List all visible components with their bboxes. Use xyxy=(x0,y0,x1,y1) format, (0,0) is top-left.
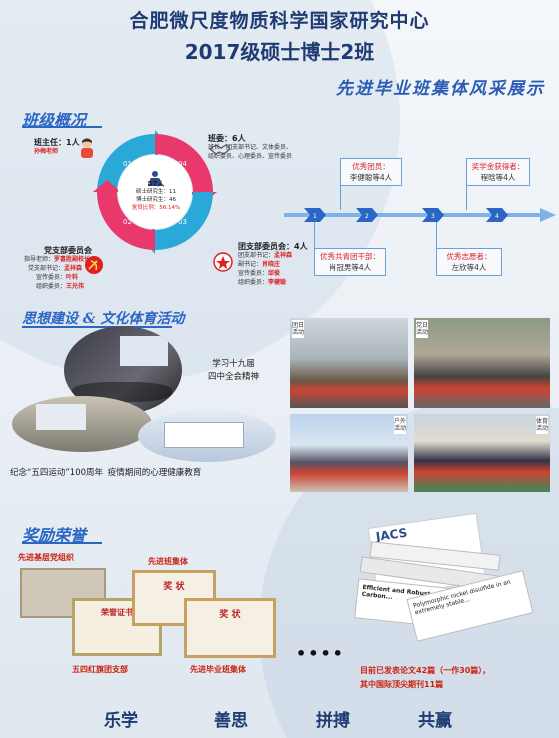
total-count: 57人 xyxy=(147,180,165,188)
league-committee-label: 团支部委员会：4人 xyxy=(238,242,308,251)
head-teacher-label: 班主任：1人 xyxy=(34,138,80,147)
svg-text:2: 2 xyxy=(365,213,369,220)
party-emblem-icon xyxy=(85,256,103,274)
photo-tag-league-day: 团日活动 xyxy=(292,320,305,338)
section-title-honors: 奖励荣誉 xyxy=(22,526,87,545)
award-label-party-org: 先进基层党组织 xyxy=(18,553,74,562)
papers-summary: 目前已发表论文42篇（一作30篇）， 其中国际顶尖期刊11篇 xyxy=(360,666,491,689)
party-day-photo xyxy=(414,318,550,408)
study-caption: 学习十九届 四中全会精神 xyxy=(208,359,260,382)
party-row-1: 党支部书记：孟祥森 xyxy=(28,265,83,272)
committee-roles-2: 组织委员、心理委员、宣传委员 xyxy=(208,153,293,160)
ring-segment-02 xyxy=(93,180,155,250)
timeline-connector xyxy=(466,180,467,210)
timeline-connector xyxy=(340,180,341,210)
more-dots: •••• xyxy=(296,644,345,663)
page-subtitle: 先进毕业班集体风采展示 xyxy=(336,79,545,99)
sports-activity-photo xyxy=(414,414,550,492)
league-emblem-icon xyxy=(213,252,233,272)
league-row-0: 团支部书记：孟祥森 xyxy=(238,252,293,259)
party-committee-block: 党支部委员会 指导老师：罗喜胜副校长 党支部书记：孟祥森 宣传委员：叶科 组织委… xyxy=(24,246,104,291)
league-committee-block: 团支部委员会：4人 团支部书记：孟祥森 副书记：肖晓庄 宣传委员：邱俊 组织委员… xyxy=(238,242,328,287)
master-count: 硕士研究生：11 xyxy=(136,189,176,195)
league-row-2: 宣传委员：邱俊 xyxy=(238,270,281,277)
seg-02-label: 02 xyxy=(123,218,132,226)
footer-word-4: 共赢 xyxy=(418,711,452,731)
head-teacher-block: 班主任：1人 孙梅老师 xyxy=(34,138,94,156)
certificate-graduation-class: 奖 状 xyxy=(184,598,276,658)
timeline-box-outstanding-member: 优秀团员：李健聪等4人 xyxy=(340,158,402,186)
section-underline xyxy=(22,542,102,544)
section-underline xyxy=(22,126,102,128)
section-title-overview: 班级概况 xyxy=(22,111,87,130)
svg-text:3: 3 xyxy=(431,213,435,220)
award-label-graduation-class: 先进毕业班集体 xyxy=(190,665,246,674)
svg-text:4: 4 xyxy=(495,213,499,220)
svg-text:1: 1 xyxy=(313,213,317,220)
handshake-icon xyxy=(209,144,231,155)
party-row-0: 指导老师：罗喜胜副校长 xyxy=(24,256,91,263)
page-title: 合肥微尺度物质科学国家研究中心 xyxy=(129,10,430,32)
footer-word-1: 乐学 xyxy=(104,711,138,731)
committee-block: 班委：6人 班长、团支部书记、文体委员、 组织委员、心理委员、宣传委员 xyxy=(208,134,318,161)
committee-label: 班委：6人 xyxy=(208,134,246,143)
committee-roles-1: 班长、团支部书记、文体委员、 xyxy=(208,144,293,151)
footer-word-2: 善思 xyxy=(214,711,248,731)
seg-01-label: 01 xyxy=(123,160,132,168)
class-title: 2017级硕士博士2班 xyxy=(184,40,375,64)
section-underline xyxy=(22,326,172,328)
timeline-box-volunteer: 优秀志愿者：左欣等4人 xyxy=(436,248,502,276)
seg-03-label: 03 xyxy=(178,218,187,226)
photo-tag-party-day: 党日活动 xyxy=(416,320,429,338)
seg-04-label: 04 xyxy=(178,160,187,168)
party-committee-label: 党支部委员会 xyxy=(44,246,92,255)
outdoor-activity-photo xyxy=(290,414,408,492)
mental-health-photo xyxy=(138,410,276,462)
may-fourth-photo xyxy=(12,396,152,452)
award-label-class: 先进班集体 xyxy=(148,557,188,566)
party-row-3: 组织委员：王光伟 xyxy=(36,283,85,290)
head-teacher-name: 孙梅老师 xyxy=(34,148,59,155)
timeline-connector xyxy=(436,222,437,250)
photo-tag-outdoor: 户外活动 xyxy=(394,416,407,434)
teacher-icon xyxy=(81,138,93,158)
party-ratio: 党员比例：56.14% xyxy=(131,205,181,211)
activities-caption-2: 纪念“五四运动”100周年 疫情期间的心理健康教育 xyxy=(10,468,202,478)
phd-count: 博士研究生：46 xyxy=(136,197,176,203)
league-row-3: 组织委员：李健聪 xyxy=(238,279,287,286)
section-title-activities: 思想建设 & 文化体育活动 xyxy=(22,311,185,327)
timeline-box-league-cadre: 优秀共青团干部：肖冠男等4人 xyxy=(314,248,386,276)
ring-center-stats: 57人 硕士研究生：11 博士研究生：46 党员比例：56.14% xyxy=(130,180,182,212)
timeline-connector xyxy=(314,222,315,250)
party-row-2: 宣传委员：叶科 xyxy=(36,274,79,281)
class-overview-ring: 01 04 02 03 xyxy=(93,130,217,254)
footer-word-3: 拼搏 xyxy=(316,711,350,731)
timeline-box-scholarship: 奖学金获得者：程晗等4人 xyxy=(466,158,530,186)
award-label-red-flag: 五四红旗团支部 xyxy=(72,665,128,674)
timeline-bar: 1 2 3 4 xyxy=(284,208,556,222)
league-day-photo xyxy=(290,318,408,408)
people-icon xyxy=(148,171,162,186)
photo-tag-sports: 体育活动 xyxy=(536,416,549,434)
league-row-1: 副书记：肖晓庄 xyxy=(238,261,281,268)
